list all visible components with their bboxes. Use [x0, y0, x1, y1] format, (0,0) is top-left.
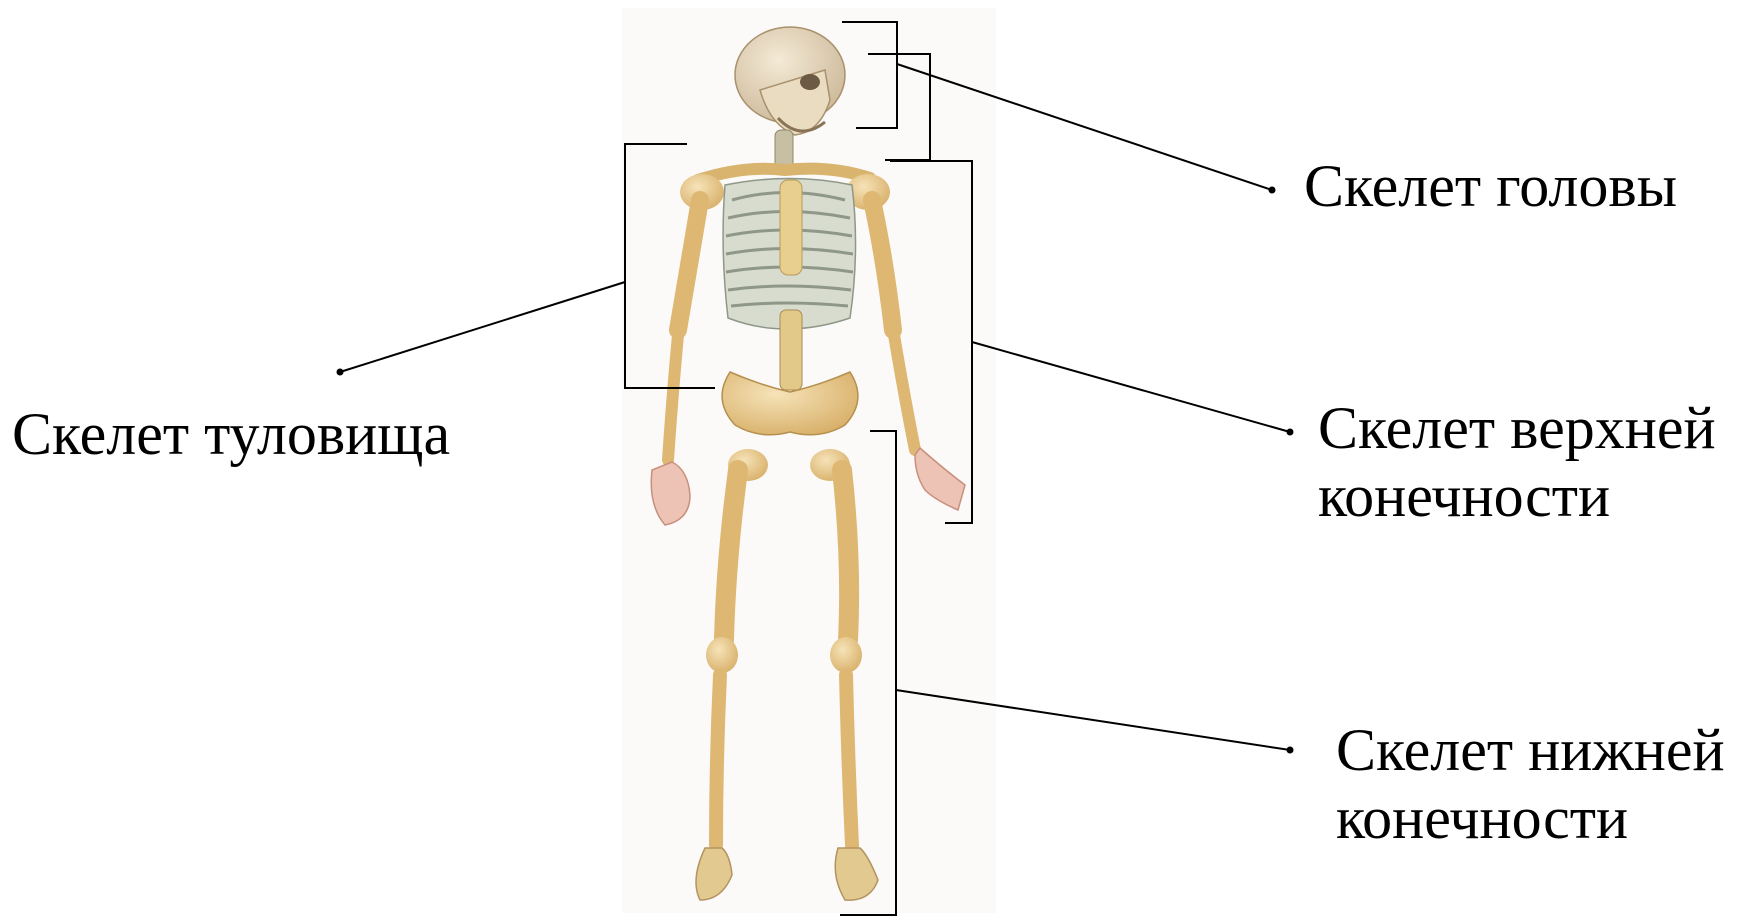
leader-line-upper-limb — [972, 342, 1290, 432]
label-head-skeleton: Скелет головы — [1304, 152, 1677, 220]
label-trunk-text: Скелет туловища — [12, 400, 450, 468]
label-upper-limb-line1: Скелет верхней — [1318, 394, 1716, 462]
label-upper-limb-line2: конечности — [1318, 462, 1716, 530]
eye-socket — [800, 74, 820, 90]
leader-line-trunk — [340, 282, 625, 372]
label-lower-limb-line2: конечности — [1336, 784, 1725, 852]
label-trunk-skeleton: Скелет туловища — [12, 400, 450, 468]
label-lower-limb-skeleton: Скелет нижней конечности — [1336, 716, 1725, 852]
rib-cage — [723, 179, 855, 330]
sternum — [780, 180, 802, 275]
label-head-text: Скелет головы — [1304, 152, 1677, 220]
dot-trunk — [337, 369, 344, 376]
dot-upper-limb — [1287, 429, 1294, 436]
dot-lower-limb — [1287, 747, 1294, 754]
label-upper-limb-skeleton: Скелет верхней конечности — [1318, 394, 1716, 530]
lumbar-spine — [780, 310, 802, 390]
label-lower-limb-line1: Скелет нижней — [1336, 716, 1725, 784]
dot-head — [1269, 187, 1276, 194]
